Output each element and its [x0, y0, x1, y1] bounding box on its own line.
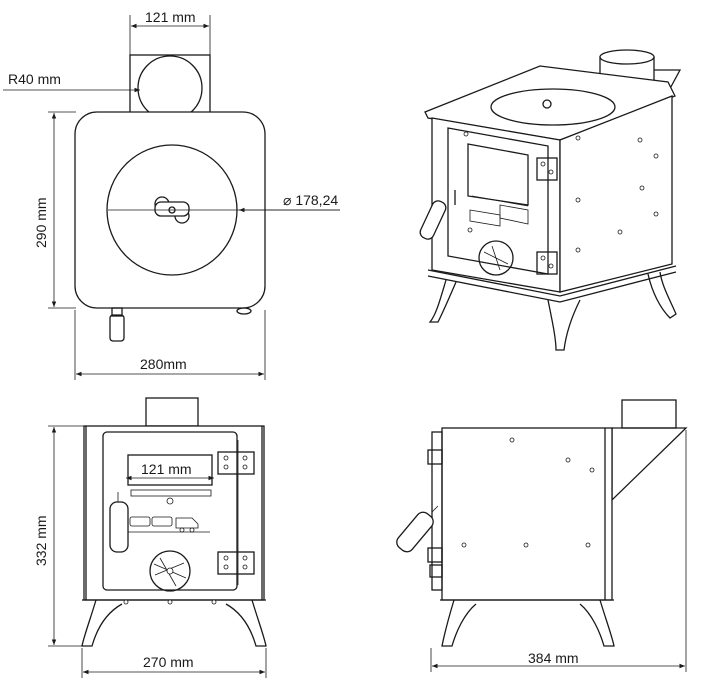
- iso-air-vent: [478, 240, 514, 276]
- front-flue: [145, 397, 199, 427]
- iso-hob: [490, 88, 616, 126]
- isometric-view: [419, 49, 682, 351]
- iso-door-handle: [419, 190, 456, 240]
- iso-top-plate: [424, 65, 676, 141]
- front-air-vent: [149, 550, 191, 592]
- top-view: 121 mm R40 mm ⌀ 178,24 290 mm 280mm: [3, 9, 340, 380]
- hob-diameter-label: ⌀ 178,24: [283, 192, 338, 208]
- top-handle-below: [109, 314, 125, 342]
- front-leg-left: [81, 599, 123, 647]
- side-leg-right: [579, 599, 615, 647]
- front-door-handle: [109, 501, 129, 553]
- side-flue: [621, 399, 677, 429]
- side-depth-label: 384 mm: [528, 650, 579, 666]
- hob-handle-icon: [154, 196, 190, 224]
- side-door-edge: [431, 431, 443, 591]
- top-width-label: 280mm: [140, 356, 187, 372]
- iso-leg-front-left: [428, 279, 457, 323]
- iso-hinge-top: [536, 157, 558, 181]
- top-flue-circle: [137, 55, 203, 121]
- top-flue-width-label: 121 mm: [145, 9, 196, 25]
- iso-right-face: [559, 95, 673, 293]
- iso-leg-front-right: [547, 299, 581, 351]
- top-height-label: 290 mm: [33, 197, 49, 248]
- flue-radius-label: R40 mm: [8, 71, 61, 87]
- top-foot: [236, 307, 252, 315]
- side-body: [441, 427, 613, 601]
- front-width-label: 270 mm: [143, 654, 194, 670]
- side-door-handle: [396, 511, 434, 553]
- side-flue-collar: [611, 427, 688, 502]
- front-door-window: [127, 454, 213, 486]
- iso-leg-back-right: [647, 271, 677, 319]
- iso-hinge-bottom: [536, 251, 558, 275]
- side-leg-left: [441, 599, 477, 647]
- front-view: 121 mm 332 mm 270 mm: [33, 397, 267, 678]
- door-width-label: 121 mm: [141, 461, 192, 477]
- front-hinge-bottom: [217, 551, 255, 575]
- front-door: [102, 431, 238, 591]
- front-leg-right: [225, 599, 267, 647]
- front-height-label: 332 mm: [33, 515, 49, 566]
- front-hinge-top: [217, 451, 255, 475]
- iso-door-window: [467, 143, 529, 206]
- front-logo-motif: [128, 516, 210, 533]
- side-view: 384 mm: [396, 399, 688, 672]
